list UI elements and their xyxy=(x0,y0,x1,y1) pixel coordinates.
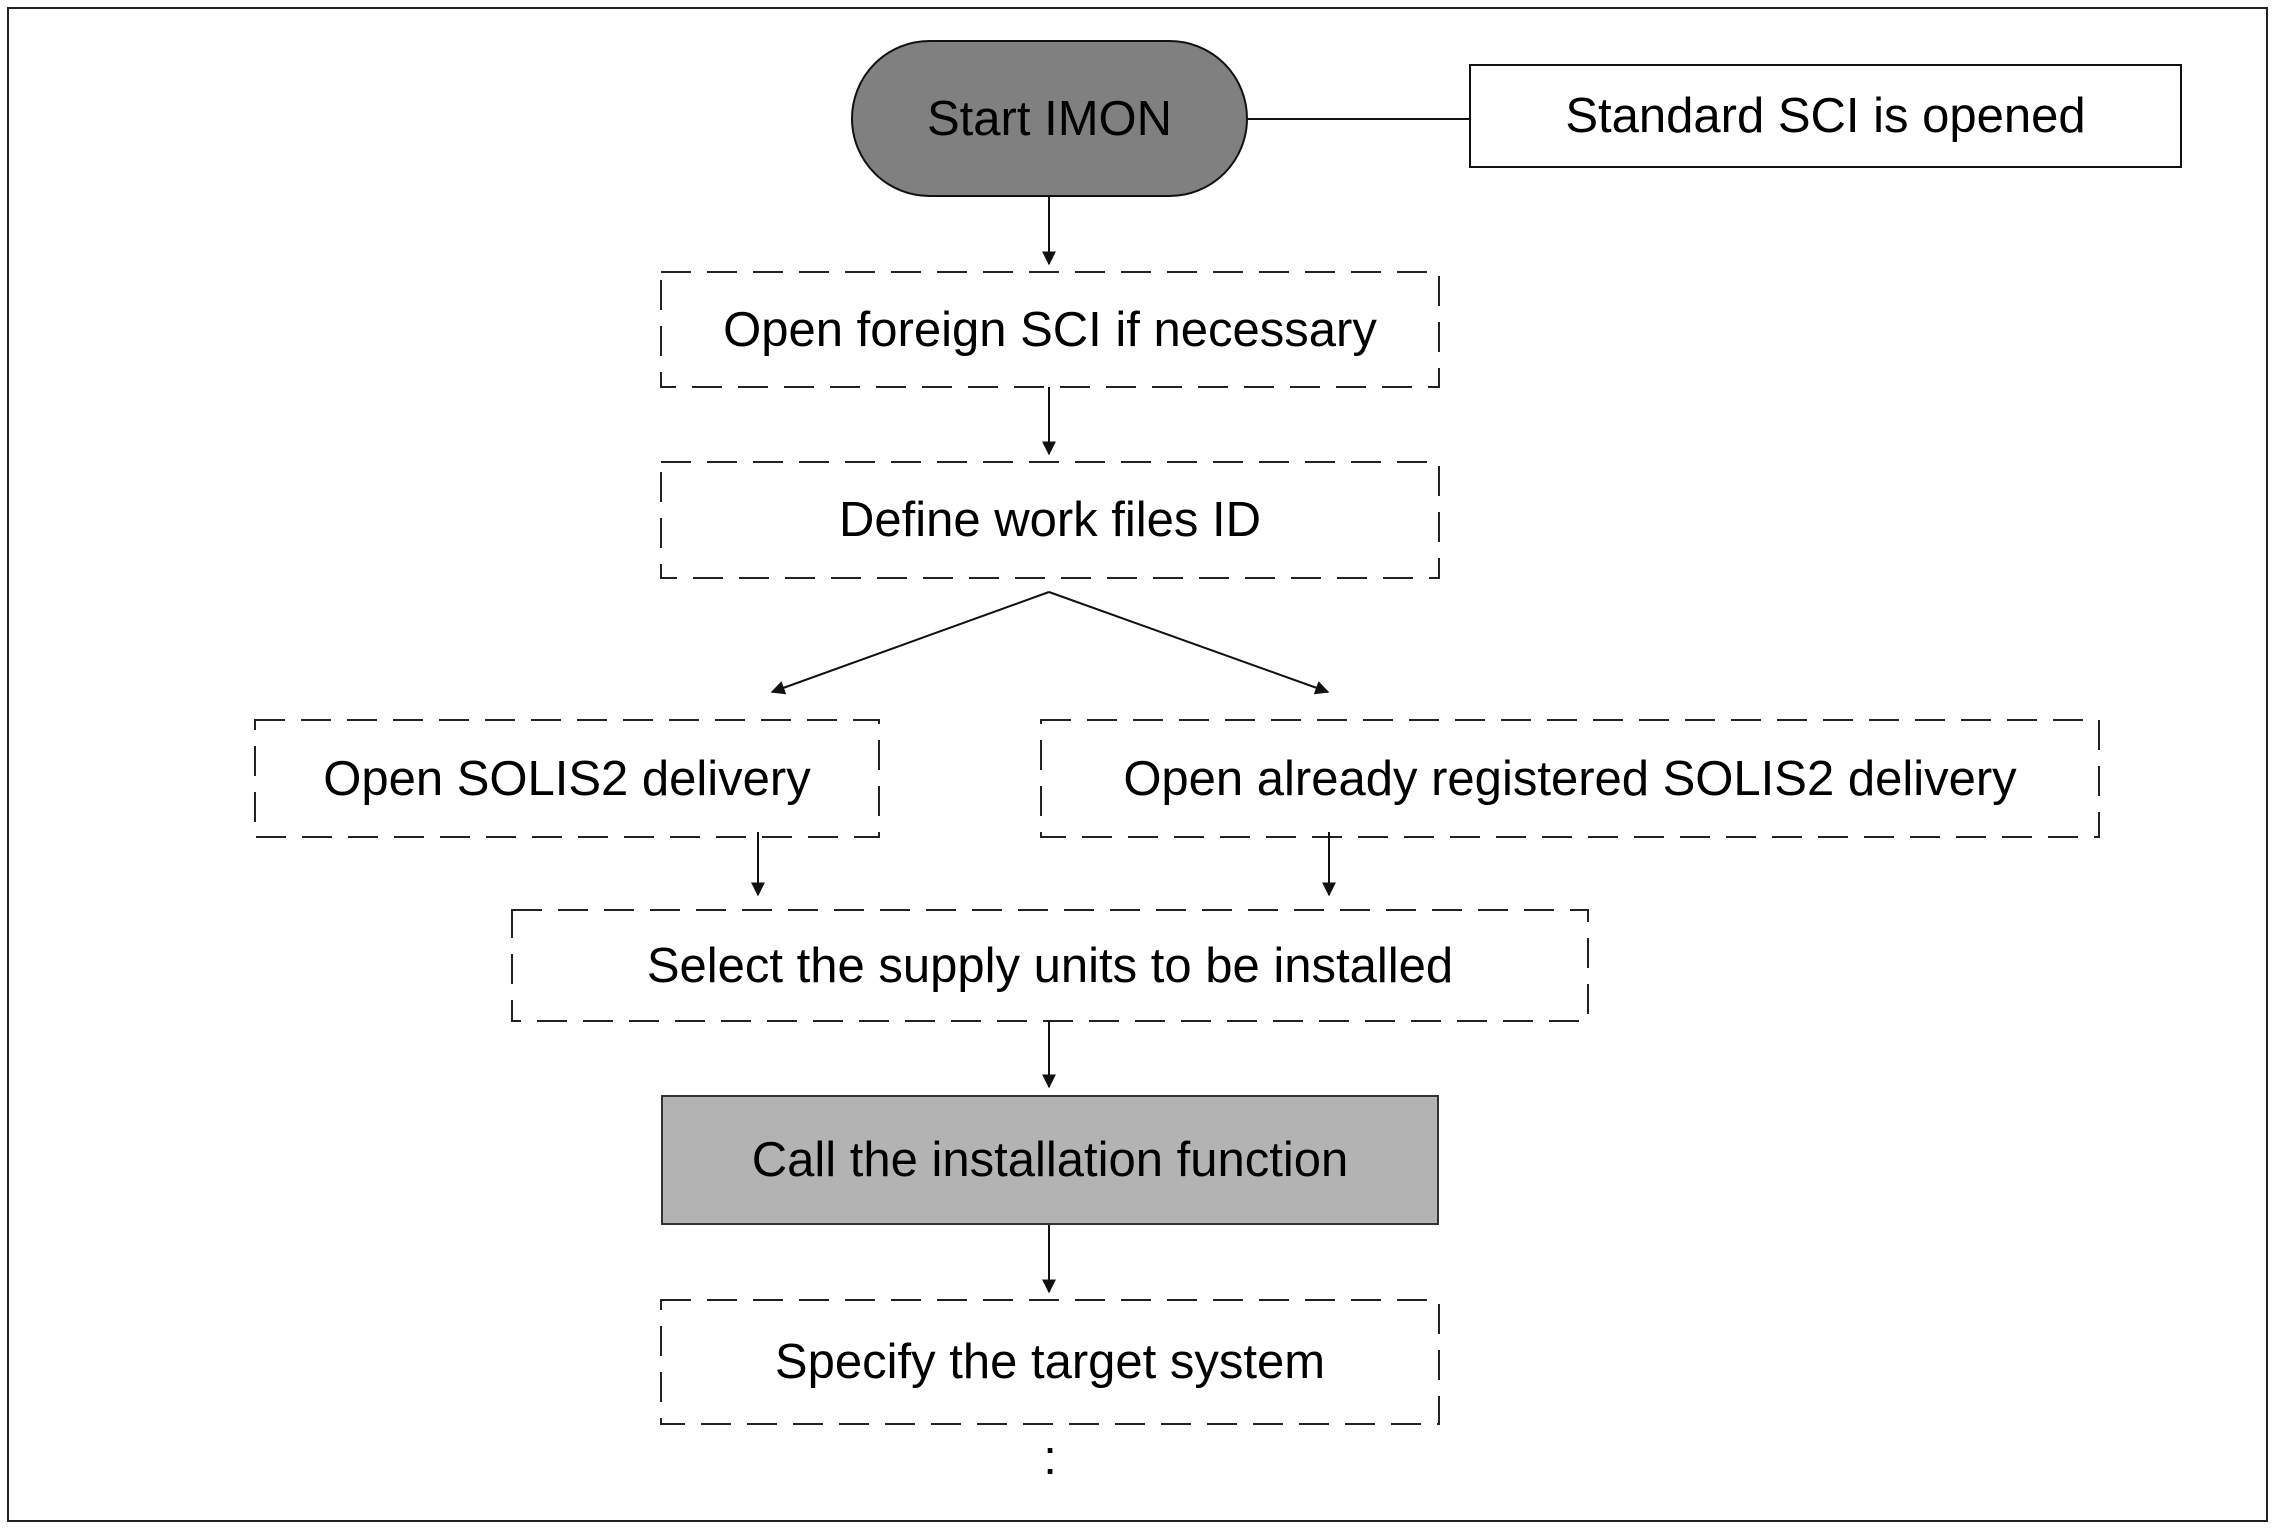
call-installation-step: Call the installation function xyxy=(661,1095,1439,1225)
specify-target-label: Specify the target system xyxy=(774,1335,1326,1389)
define-work-files-step: Define work files ID xyxy=(661,462,1439,578)
open-registered-label: Open already registered SOLIS2 delivery xyxy=(1123,751,2017,806)
select-units-step: Select the supply units to be installed xyxy=(512,910,1588,1021)
open-registered-step: Open already registered SOLIS2 delivery xyxy=(1041,720,2099,837)
arrow-define-to-solis2 xyxy=(770,591,1050,695)
open-solis2-step: Open SOLIS2 delivery xyxy=(255,720,879,837)
call-installation-label: Call the installation function xyxy=(751,1133,1349,1187)
open-foreign-sci-step: Open foreign SCI if necessary xyxy=(661,272,1439,387)
open-registered-box xyxy=(1040,719,2100,838)
start-imon-label: Start IMON xyxy=(926,91,1173,146)
open-foreign-sci-label: Open foreign SCI if necessary xyxy=(723,302,1377,357)
define-work-files-label: Define work files ID xyxy=(838,493,1262,547)
standard-sci-note: Standard SCI is opened xyxy=(1469,64,2182,168)
continuation-marker: : xyxy=(1043,1431,1057,1485)
standard-sci-note-label: Standard SCI is opened xyxy=(1565,89,2086,143)
arrow-define-to-registered xyxy=(1048,591,1330,695)
specify-target-step: Specify the target system xyxy=(661,1300,1439,1424)
diagram-frame xyxy=(7,7,2268,1522)
open-foreign-sci-box xyxy=(660,271,1440,388)
select-units-label: Select the supply units to be installed xyxy=(646,938,1454,993)
open-solis2-label: Open SOLIS2 delivery xyxy=(323,751,811,806)
define-work-files-box xyxy=(660,461,1440,579)
specify-target-box xyxy=(660,1299,1440,1425)
start-imon-terminator: Start IMON xyxy=(851,40,1248,197)
